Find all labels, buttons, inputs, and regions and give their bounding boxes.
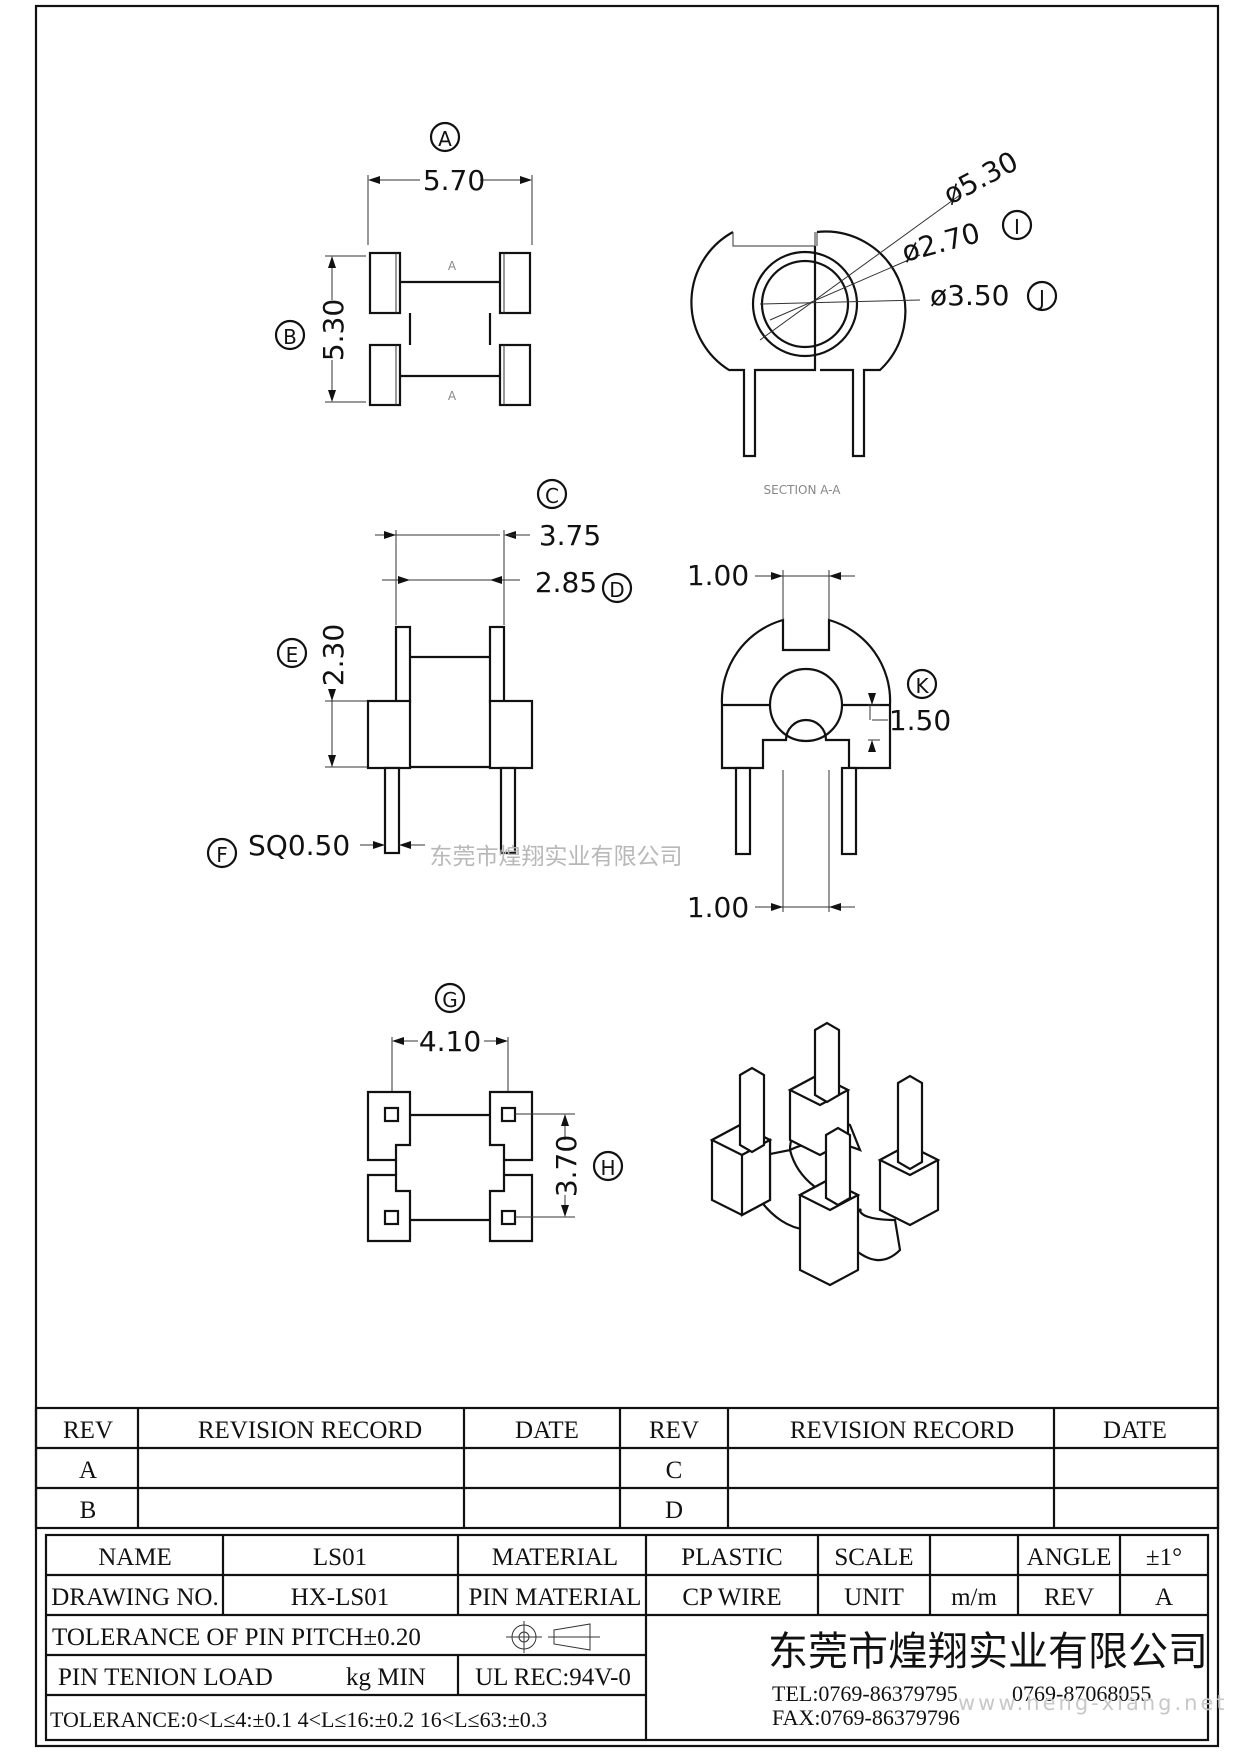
rev-c: C xyxy=(666,1457,683,1484)
rev-label: REV xyxy=(1044,1584,1094,1611)
dim-b-balloon xyxy=(274,319,306,351)
revision-table: REV REVISION RECORD DATE REV REVISION RE… xyxy=(34,1406,1220,1530)
name-value: LS01 xyxy=(313,1544,367,1571)
section-view: ø5.30 ø2.70 I ø3.50 J SECTION A-A xyxy=(690,145,1058,497)
drawing-no-label: DRAWING NO. xyxy=(51,1584,218,1611)
dim-e-balloon xyxy=(276,637,308,669)
unit-value: m/m xyxy=(951,1584,997,1611)
drawing-no-value: HX-LS01 xyxy=(291,1584,390,1611)
dim-b-label: B xyxy=(283,325,297,349)
dim-f-value: SQ0.50 xyxy=(248,829,350,862)
pin-material-label: PIN MATERIAL xyxy=(469,1584,642,1611)
dim-d-value: 2.85 xyxy=(535,566,597,599)
dim-j-label: J xyxy=(1037,286,1045,310)
dim-d-label: D xyxy=(609,578,624,602)
dim-c-balloon xyxy=(536,478,568,510)
slot-bottom-value: 1.00 xyxy=(687,891,749,924)
unit-label: UNIT xyxy=(844,1584,904,1611)
isometric-view xyxy=(709,1021,941,1287)
watermark-url: www.heng-xiang.net xyxy=(958,1691,1228,1715)
side-view: 1.00 1.00 1.50 K xyxy=(687,559,951,924)
rev-value: A xyxy=(1155,1584,1173,1611)
dim-k-label: K xyxy=(915,674,929,698)
top-view: 5.70 A 5.30 B A A xyxy=(274,121,533,407)
company-name: 东莞市煌翔实业有限公司 xyxy=(768,1629,1208,1675)
pin-material-value: CP WIRE xyxy=(682,1584,781,1611)
dim-a-balloon xyxy=(429,121,461,153)
dim-b-value: 5.30 xyxy=(317,299,350,361)
dim-g-balloon xyxy=(434,982,466,1014)
dim-g-label: G xyxy=(442,988,458,1012)
revision-record-header-2: REVISION RECORD xyxy=(790,1417,1014,1444)
dim-c-value: 3.75 xyxy=(539,519,601,552)
dim-f-balloon xyxy=(206,837,238,869)
rev-header-2: REV xyxy=(649,1417,699,1444)
dim-j-value: ø3.50 xyxy=(930,279,1009,312)
front-view: 3.75 C 2.85 D 2.30 E SQ0.50 F xyxy=(206,478,633,869)
dim-f-label: F xyxy=(216,843,228,867)
ul-rating: UL REC:94V-0 xyxy=(475,1664,631,1691)
section-label: SECTION A-A xyxy=(764,483,842,497)
dim-d-balloon xyxy=(601,572,633,604)
dim-e-label: E xyxy=(286,643,299,667)
dim-k-balloon xyxy=(906,668,938,700)
dim-h-label: H xyxy=(600,1156,615,1180)
pin-tension-label: PIN TENION LOAD xyxy=(58,1664,273,1691)
pin-tension-value: kg MIN xyxy=(346,1664,426,1691)
dim-a-value: 5.70 xyxy=(423,164,485,197)
company-tel: TEL:0769-86379795 xyxy=(772,1681,958,1706)
outer-dia-value: ø5.30 xyxy=(938,145,1024,211)
dim-e-value: 2.30 xyxy=(317,624,350,686)
scale-label: SCALE xyxy=(834,1544,913,1571)
rev-d: D xyxy=(665,1497,683,1524)
sheet-border xyxy=(34,4,1220,1748)
dim-i-label: I xyxy=(1014,215,1020,239)
dim-i-balloon xyxy=(1001,209,1033,241)
dim-h-value: 3.70 xyxy=(550,1135,583,1197)
rev-header-1: REV xyxy=(63,1417,113,1444)
company-fax: FAX:0769-86379796 xyxy=(772,1705,960,1730)
date-header-1: DATE xyxy=(515,1417,579,1444)
dim-i-value: ø2.70 xyxy=(898,216,983,268)
company-tel2: 0769-87068055 xyxy=(1012,1681,1151,1706)
angle-label: ANGLE xyxy=(1027,1544,1112,1571)
dim-h-balloon xyxy=(592,1150,624,1182)
section-marker-bottom: A xyxy=(448,389,457,403)
rev-b: B xyxy=(80,1497,97,1524)
date-header-2: DATE xyxy=(1103,1417,1167,1444)
tolerance-pitch: TOLERANCE OF PIN PITCH±0.20 xyxy=(52,1624,421,1651)
dim-a-label: A xyxy=(438,127,452,151)
name-label: NAME xyxy=(98,1544,172,1571)
projection-symbol xyxy=(506,1621,600,1653)
slot-top-value: 1.00 xyxy=(687,559,749,592)
material-label: MATERIAL xyxy=(492,1544,618,1571)
bottom-view: 4.10 G 3.70 H xyxy=(366,982,624,1243)
dim-g-value: 4.10 xyxy=(419,1025,481,1058)
title-block: NAME LS01 MATERIAL PLASTIC SCALE ANGLE ±… xyxy=(44,1533,1228,1742)
material-value: PLASTIC xyxy=(681,1544,782,1571)
angle-value: ±1° xyxy=(1146,1544,1182,1571)
rev-a: A xyxy=(79,1457,97,1484)
dim-j-balloon xyxy=(1026,280,1058,312)
tolerance-general: TOLERANCE:0<L≤4:±0.1 4<L≤16:±0.2 16<L≤63… xyxy=(50,1707,547,1732)
dim-k-value: 1.50 xyxy=(889,704,951,737)
revision-record-header-1: REVISION RECORD xyxy=(198,1417,422,1444)
dim-c-label: C xyxy=(545,484,559,508)
section-marker-top: A xyxy=(448,259,457,273)
watermark: 东莞市煌翔实业有限公司 xyxy=(430,844,683,870)
